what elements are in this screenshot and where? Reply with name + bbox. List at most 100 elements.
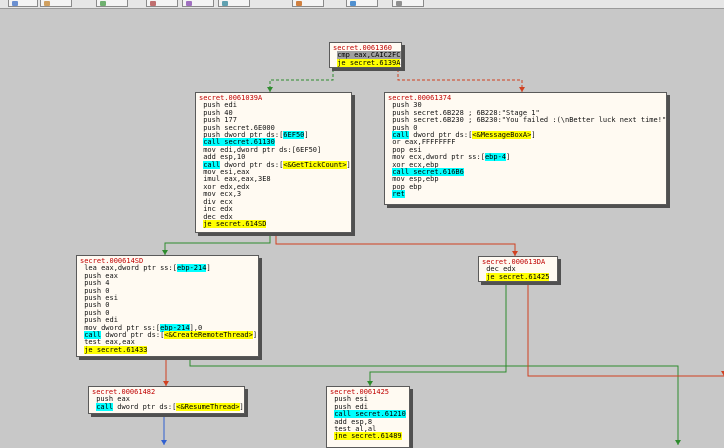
instruction-line[interactable]: push edi [80,317,255,324]
instruction-text: xor edx,edx [203,182,250,191]
instruction-line[interactable]: jne secret.61489 [330,432,406,441]
instruction-line[interactable]: push 177 [199,117,348,124]
toolbar-button-0[interactable] [8,0,38,7]
instruction-line[interactable]: mov esp,ebp [388,176,663,183]
instruction-line[interactable]: push 4 [80,280,255,287]
toolbar-button-6[interactable] [292,0,324,7]
memory-icon [150,1,156,6]
instruction-text: push esi [84,294,118,303]
instruction-text: push 177 [203,116,237,125]
basic-block-n14sd[interactable]: secret.000614SD lea eax,dword ptr ss:[eb… [76,255,259,357]
instruction-text: je secret.61425 [486,272,550,281]
instruction-line[interactable]: push secret.6E000 [199,123,348,132]
block-title: secret.0061425 [330,388,390,396]
instruction-line[interactable]: mov edi,dword ptr ds:[6EF50] [199,145,348,154]
basic-block-n13da[interactable]: secret.000613DA dec edx je secret.61425 [478,256,558,282]
instruction-line[interactable]: push 0 [80,309,255,317]
block-title: secret.0061039A [199,94,263,102]
basic-block-n139a[interactable]: secret.0061039A push edi push 40 push 17… [195,92,352,233]
instruction-line[interactable]: push 0 [388,124,663,132]
instruction-line[interactable]: cmp eax,CAIC2FCF [333,51,401,60]
instruction-line[interactable]: call secret.61210 [330,410,406,419]
toolbar-button-7[interactable] [346,0,378,7]
instruction-line[interactable]: call dword ptr ds:[<&GetTickCount>] [199,160,351,169]
instruction-line[interactable]: call dword ptr ds:[<&CreateRemoteThread>… [80,331,257,340]
instruction-line[interactable]: push secret.6B228 ; 6B228:"Stage 1" [388,108,663,117]
instruction-line[interactable]: push esi [330,396,406,403]
basic-block-n1374[interactable]: secret.00061374 push 30 push secret.6B22… [384,92,667,205]
instruction-text: ret [392,190,405,199]
instruction-line[interactable]: call secret.61130 [199,138,348,147]
instruction-line[interactable]: dec edx [482,266,554,273]
instruction-text: push eax [84,271,118,280]
instruction-line[interactable]: push eax [92,396,241,403]
instruction-line[interactable]: push 30 [388,102,663,109]
instruction-line[interactable]: mov ecx,dword ptr ss:[ebp-4] [388,153,663,162]
toolbar-button-5[interactable] [218,0,250,7]
instruction-line[interactable]: imul eax,eax,3E8 [199,176,348,183]
instruction-line[interactable]: ret [388,190,663,199]
instruction-line[interactable]: mov dword ptr ss:[ebp-214],0 [80,323,255,332]
toolbar-button-2[interactable] [96,0,128,7]
instruction-line[interactable]: push edi [330,403,406,411]
instruction-line[interactable]: add esp,10 [199,154,348,161]
edge-false-13da-arrowhead [721,371,724,376]
instruction-line[interactable]: xor edx,edx [199,182,348,191]
instruction-line[interactable]: call dword ptr ds:[<&ResumeThread>] [92,402,244,411]
instruction-line[interactable]: call dword ptr ds:[<&MessageBoxA>] [388,131,663,140]
block-title: secret.00061482 [92,388,156,396]
basic-block-n1425[interactable]: secret.0061425 push esi push edi call se… [326,386,410,448]
instruction-line[interactable]: mov ecx,3 [199,191,348,198]
basic-block-n1482[interactable]: secret.00061482 push eax call dword ptr … [88,386,245,414]
block-title: secret.000614SD [80,257,144,265]
instruction-line[interactable]: inc edx [199,205,348,214]
instruction-text: or eax,FFFFFFFF [392,138,456,147]
instruction-line[interactable]: dec edx [199,212,348,221]
instruction-text: mov edi,dword ptr ds:[6EF50] [203,145,322,154]
instruction-line[interactable]: mov esi,eax [199,168,348,176]
instruction-line[interactable]: pop ebp [388,182,663,191]
instruction-line[interactable]: pop esi [388,146,663,154]
edge-true-139a-arrowhead [162,250,168,255]
instruction-text: je secret.6139A [337,58,401,67]
instruction-line[interactable]: push 0 [80,287,255,295]
instruction-line[interactable]: push 0 [80,302,255,309]
instruction-line[interactable]: je secret.61433 [80,345,255,354]
toolbar [0,0,724,9]
instruction-line[interactable]: push dword ptr ds:[6EF50] [199,131,348,140]
instruction-text: je secret.614SD [203,219,267,228]
instruction-text: push secret.6B228 ; 6B228:"Stage 1" [392,108,540,117]
instruction-line[interactable]: push 40 [199,109,348,117]
instruction-text: pop ebp [392,182,422,191]
instruction-line[interactable]: xor ecx,ebp [388,160,663,169]
instruction-text: je secret.61433 [84,345,148,354]
instruction-line[interactable]: push esi [80,294,255,303]
edge-false-136d [397,69,523,92]
instruction-line[interactable]: or eax,FFFFFFFF [388,139,663,146]
instruction-line[interactable]: push eax [80,271,255,280]
basic-block-n136d[interactable]: secret.0061360 cmp eax,CAIC2FCF je secre… [329,42,402,68]
edge-fall-1482-arrowhead [161,440,167,445]
instruction-line[interactable]: add esp,8 [330,418,406,426]
instruction-line[interactable]: call secret.616B6 [388,168,663,177]
instruction-text: inc edx [203,205,233,214]
toolbar-button-8[interactable] [392,0,424,7]
instruction-line[interactable]: je secret.6139A [333,58,401,67]
instruction-line[interactable]: je secret.61425 [482,272,554,281]
instruction-text: dec edx [203,212,233,221]
instruction-line[interactable]: push edi [199,102,348,109]
edge-false-136d-arrowhead [519,87,525,92]
instruction-line[interactable]: je secret.614SD [199,219,348,228]
instruction-line[interactable]: push secret.6B230 ; 6B230:"You failed :(… [388,117,666,124]
instruction-line[interactable]: div ecx [199,198,348,206]
toolbar-button-4[interactable] [182,0,214,7]
instruction-line[interactable]: lea eax,dword ptr ss:[ebp-214] [80,264,255,273]
toolbar-button-3[interactable] [146,0,178,7]
script-icon [296,1,302,6]
instruction-text: xor ecx,ebp [392,160,439,169]
instruction-line[interactable]: test eax,eax [80,339,255,346]
instruction-text: push secret.6E000 [203,123,275,132]
instruction-line[interactable]: test al,al [330,425,406,433]
toolbar-button-1[interactable] [40,0,72,7]
